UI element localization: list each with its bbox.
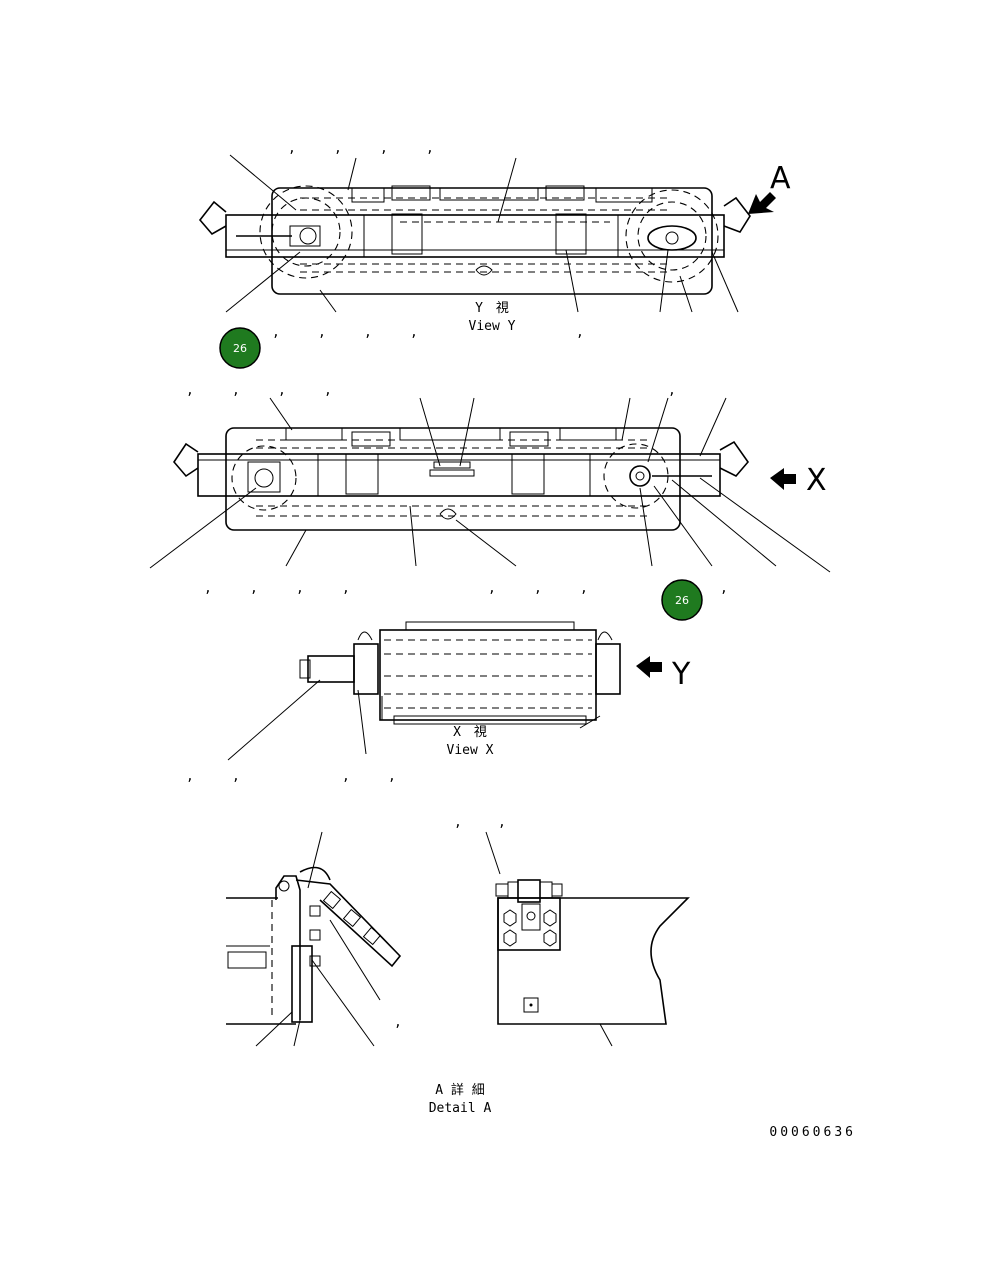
view-x-side-commas: ,, ,, , ,, ,, ,, ,, (186, 383, 728, 596)
svg-text:,: , (498, 815, 506, 830)
svg-text:,: , (186, 383, 194, 398)
svg-text:,: , (272, 325, 280, 340)
svg-text:,: , (534, 581, 542, 596)
svg-text:,: , (580, 581, 588, 596)
svg-text:,: , (204, 581, 212, 596)
svg-text:,: , (186, 769, 194, 784)
view-y-leaders (225, 154, 739, 313)
svg-text:,: , (364, 325, 372, 340)
svg-text:,: , (410, 325, 418, 340)
view-y-drawing (198, 185, 751, 295)
svg-text:,: , (250, 581, 258, 596)
svg-text:,: , (394, 1015, 402, 1030)
detail-a-caption-en: Detail A (429, 1101, 492, 1116)
svg-text:,: , (232, 383, 240, 398)
svg-text:,: , (342, 769, 350, 784)
svg-text:,: , (426, 141, 434, 156)
svg-text:,: , (318, 325, 326, 340)
view-x-drawing (299, 621, 621, 725)
view-y-letter: Y (671, 657, 691, 692)
detail-a-right-leaders (485, 831, 613, 1047)
svg-text:,: , (380, 141, 388, 156)
svg-text:,: , (488, 581, 496, 596)
svg-text:,: , (388, 769, 396, 784)
svg-text:,: , (576, 325, 584, 340)
view-y-caption-jp: Y 視 (475, 301, 509, 316)
svg-text:,: , (454, 815, 462, 830)
badge-label: 26 (233, 342, 247, 355)
view-x-letter: X (806, 463, 827, 498)
view-y-caption-en: View Y (469, 319, 516, 334)
svg-text:,: , (720, 581, 728, 596)
badge-label: 26 (675, 594, 689, 607)
svg-text:,: , (334, 141, 342, 156)
view-x-side-leaders (149, 397, 831, 573)
part-number-badge[interactable]: 26 (219, 327, 261, 369)
part-number-badge[interactable]: 26 (661, 579, 703, 621)
view-x-commas: ,, ,, (186, 769, 396, 784)
view-x-caption-en: View X (447, 743, 494, 758)
svg-text:,: , (278, 383, 286, 398)
svg-text:,: , (324, 383, 332, 398)
view-y-commas: ,, ,, ,, ,, , (272, 141, 584, 340)
svg-text:,: , (288, 141, 296, 156)
detail-a-commas: ,, , (394, 815, 506, 1030)
detail-a-left-drawing (226, 866, 402, 1025)
drawing-number: 00060636 (769, 1125, 856, 1140)
view-x-side-drawing (172, 427, 750, 531)
svg-text:,: , (232, 769, 240, 784)
view-x-leaders (227, 679, 601, 761)
view-x-arrow-icon (770, 468, 796, 490)
detail-a-left-leaders (255, 831, 375, 1047)
view-x-caption-jp: X 視 (453, 725, 487, 740)
view-y-arrow-icon (636, 656, 662, 678)
svg-text:,: , (296, 581, 304, 596)
svg-text:,: , (342, 581, 350, 596)
view-a-arrow-icon (748, 192, 776, 214)
detail-a-caption-jp: A 詳 細 (435, 1082, 484, 1098)
view-a-letter: A (770, 161, 791, 196)
svg-text:,: , (668, 383, 676, 398)
detail-a-right-drawing (495, 879, 690, 1025)
